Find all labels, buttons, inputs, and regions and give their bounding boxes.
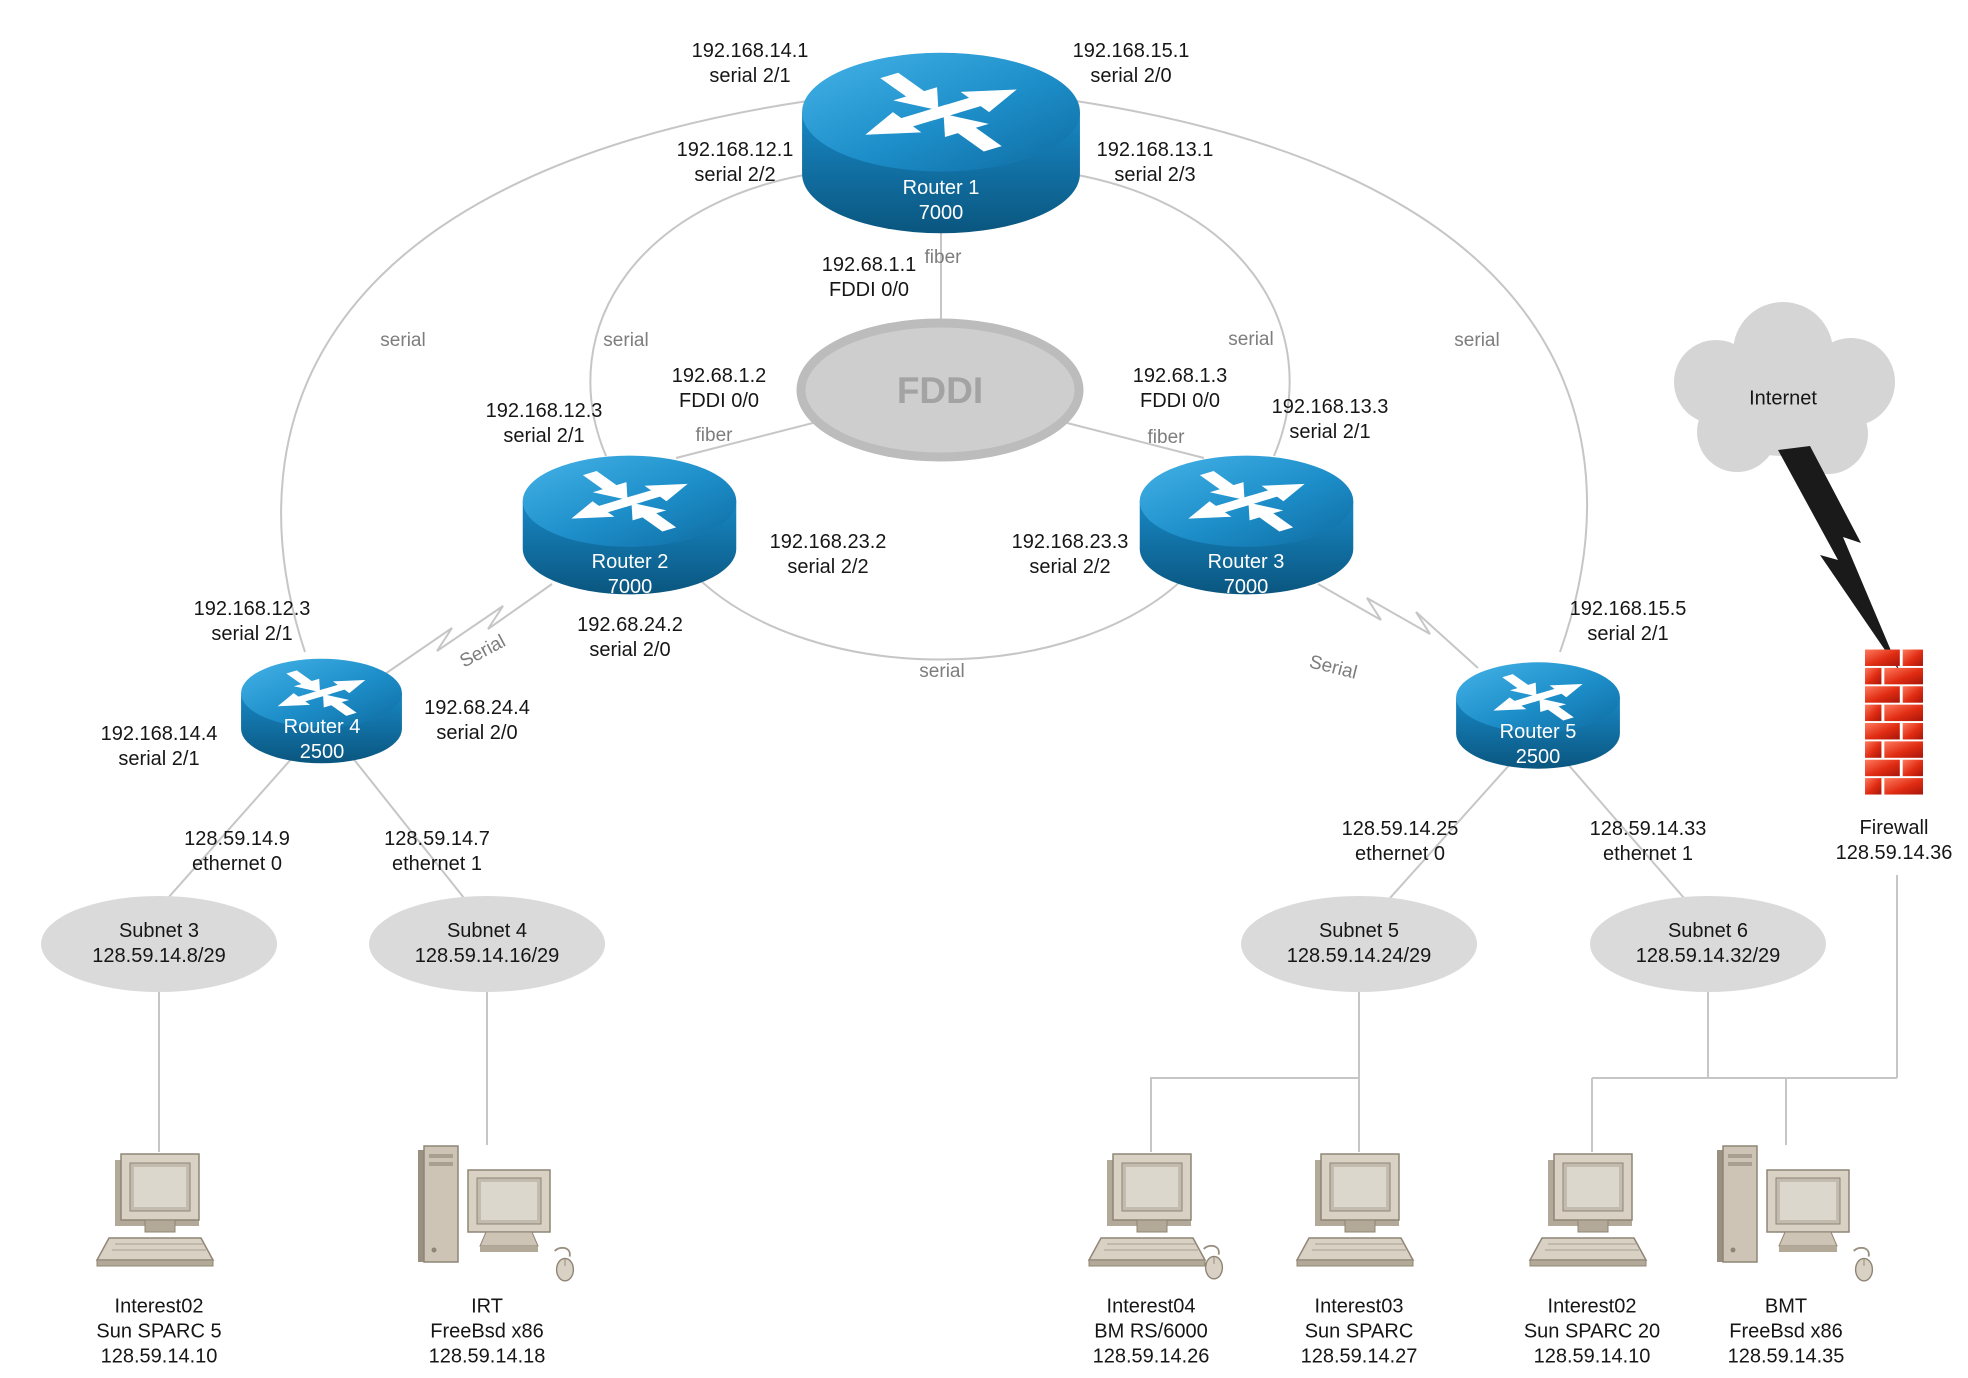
link-subnet5-hosts <box>1150 992 1360 1152</box>
link-serial-r2-r1 <box>589 169 839 457</box>
fddi-ring: FDDI <box>796 318 1084 462</box>
fddi-label: FDDI <box>897 370 983 411</box>
link-eth-r5-subnet5 <box>1389 761 1513 899</box>
host3-mouse-icon <box>1202 1244 1224 1280</box>
link-label-fiber-r2: fiber <box>695 425 733 447</box>
network-links <box>158 93 1898 1152</box>
host4-computer-icon <box>1296 1153 1414 1267</box>
host3-computer-icon <box>1088 1153 1206 1267</box>
host5-computer-icon <box>1529 1153 1647 1267</box>
link-label-serial-outer-left: serial <box>380 330 426 352</box>
host1-computer-icon <box>96 1153 214 1267</box>
link-subnet6-hosts-firewall <box>1591 875 1898 1152</box>
host6-computer-icon <box>1716 1145 1850 1263</box>
firewall-icon <box>1865 649 1923 795</box>
link-label-serial-bottom: serial <box>919 661 965 683</box>
host2-mouse-icon <box>553 1246 575 1282</box>
link-serial-wan-r4-r2 <box>384 583 553 675</box>
link-serial-r3-r1 <box>1043 169 1291 457</box>
host6-mouse-icon <box>1852 1246 1874 1282</box>
subnet5-ellipse <box>1241 896 1477 992</box>
link-label-serial-outer-right: serial <box>1454 330 1500 352</box>
link-eth-r4-subnet4 <box>351 756 465 899</box>
link-serial-r4-r1 <box>280 93 861 653</box>
subnet4-ellipse <box>369 896 605 992</box>
link-eth-r4-subnet3 <box>167 756 294 899</box>
link-label-fiber-r1: fiber <box>924 247 962 269</box>
link-serial-wan-r3-r5 <box>1317 583 1479 669</box>
link-eth-r5-subnet6 <box>1565 761 1685 899</box>
subnet3-ellipse <box>41 896 277 992</box>
link-label-fiber-r3: fiber <box>1147 427 1185 449</box>
internet-cloud-icon <box>1674 302 1895 474</box>
subnet6-ellipse <box>1590 896 1826 992</box>
internet-label: Internet <box>1749 387 1817 410</box>
link-serial-r5-r1 <box>1023 93 1589 653</box>
lightning-bolt-icon <box>1778 446 1900 672</box>
host2-computer-icon <box>417 1145 551 1263</box>
link-label-serial-inner-right: serial <box>1228 329 1274 351</box>
link-serial-r2-r3 <box>687 567 1195 661</box>
link-label-serial-inner-left: serial <box>603 330 649 352</box>
